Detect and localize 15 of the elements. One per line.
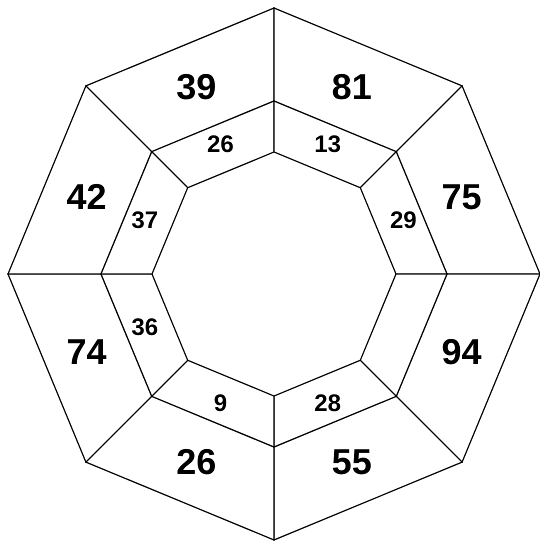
segment-number: 13 bbox=[314, 131, 341, 158]
segment-number: 26 bbox=[176, 441, 216, 482]
segment-number: 55 bbox=[332, 441, 372, 482]
segment-number: 36 bbox=[131, 314, 158, 342]
segment-number: 81 bbox=[332, 66, 372, 107]
segment-number: 28 bbox=[314, 390, 341, 417]
segment-number: 39 bbox=[176, 66, 216, 107]
segment-number: 37 bbox=[131, 206, 158, 234]
segment-number: 94 bbox=[441, 331, 482, 372]
segment-number: 74 bbox=[66, 331, 107, 372]
segment-number: 29 bbox=[390, 206, 417, 234]
segment-number: 26 bbox=[207, 131, 234, 158]
segment-number: 9 bbox=[214, 390, 228, 417]
segment-number: 42 bbox=[66, 176, 107, 217]
segment-number: 75 bbox=[441, 176, 482, 217]
